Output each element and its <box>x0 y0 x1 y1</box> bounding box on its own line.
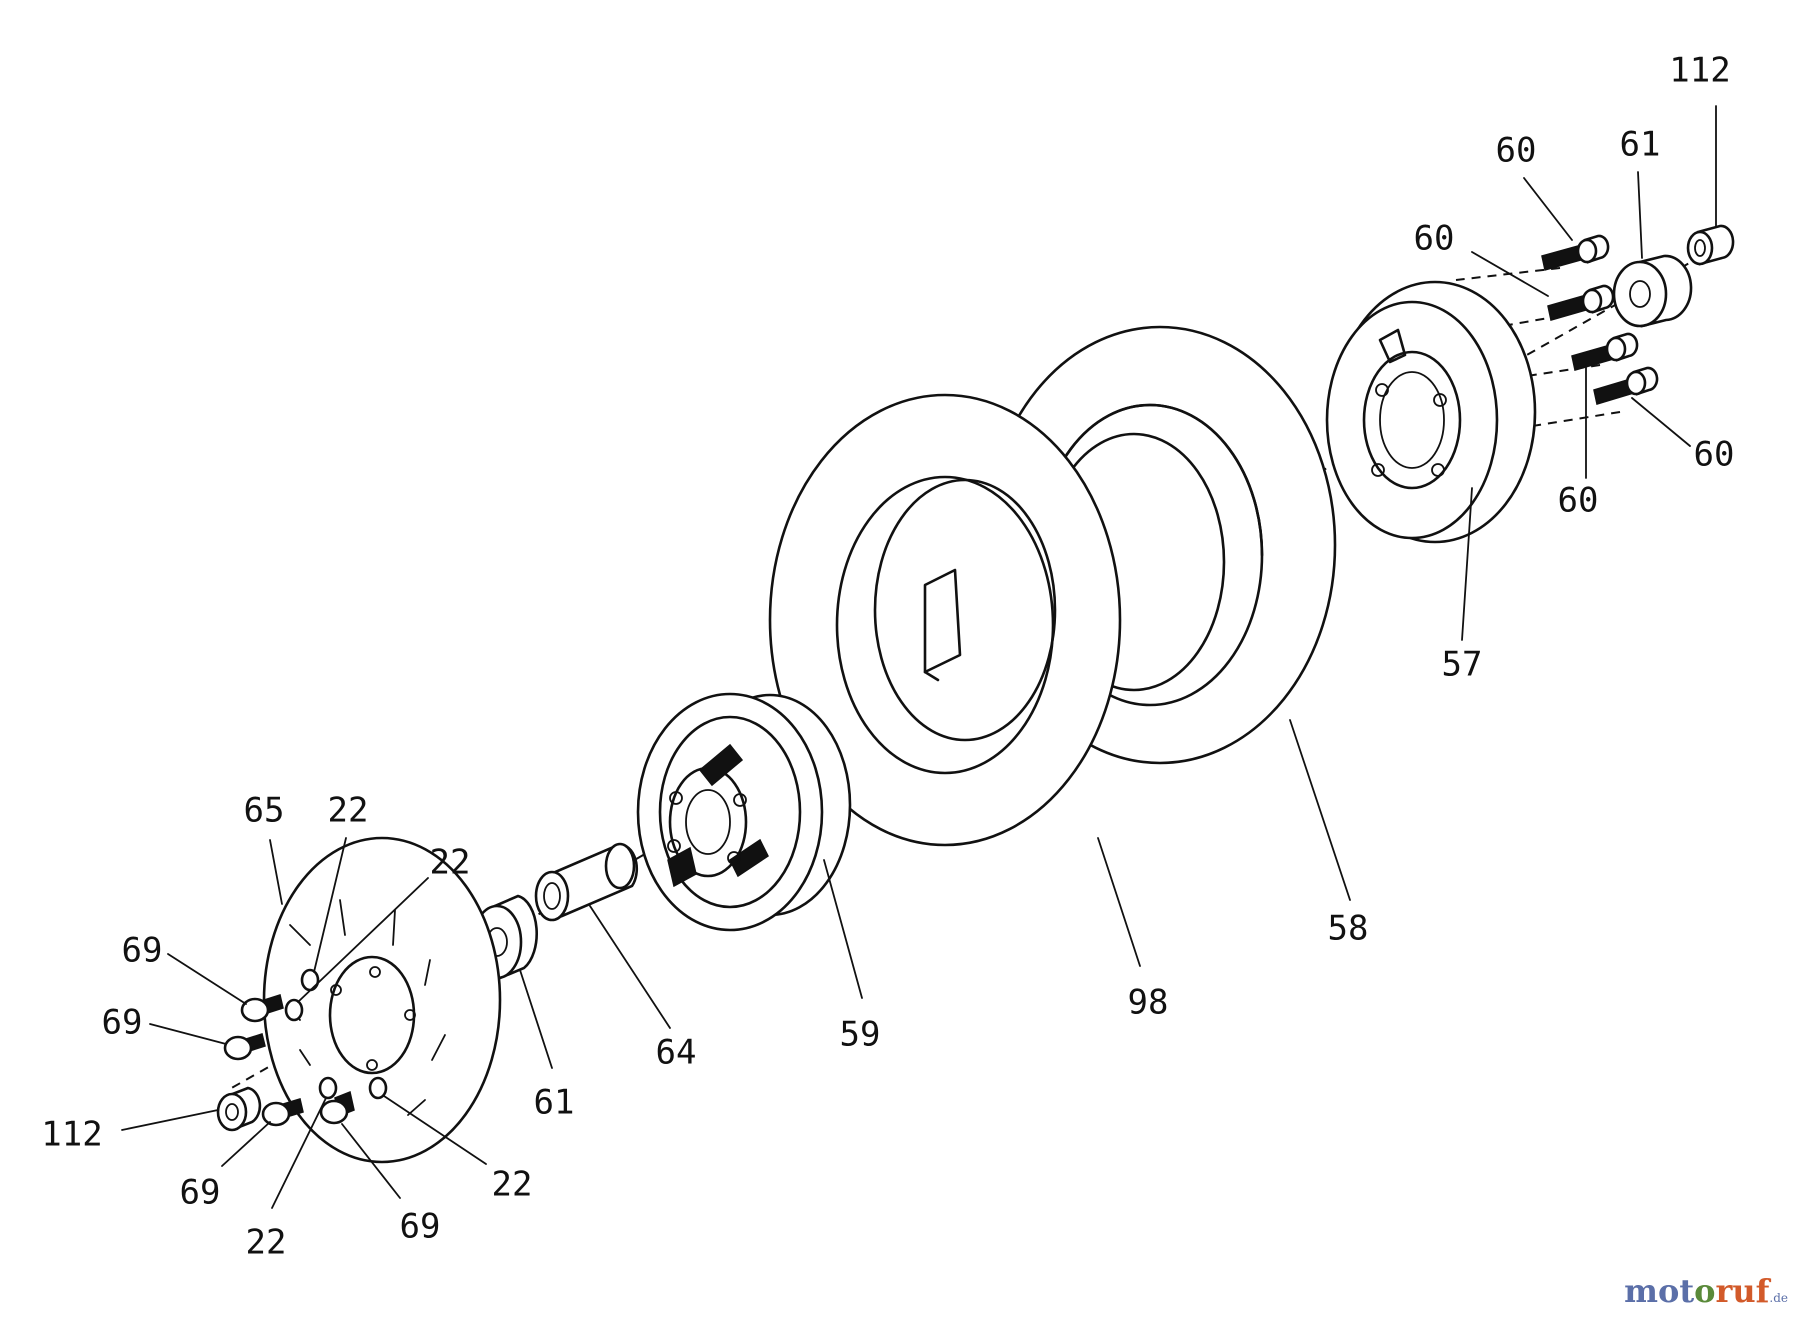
label-22-c: 22 <box>492 1165 533 1205</box>
leader-60-b <box>1471 251 1549 297</box>
collar-61-top <box>1612 254 1693 328</box>
label-22-b: 22 <box>430 843 471 883</box>
leader-22-d <box>271 1097 327 1209</box>
label-112-bottom: 112 <box>41 1115 102 1155</box>
nut-22-b <box>284 998 304 1022</box>
leader-58 <box>1289 719 1351 901</box>
leader-98 <box>1097 837 1141 967</box>
leader-60-a <box>1523 177 1573 241</box>
label-58: 58 <box>1328 909 1369 949</box>
leader-57 <box>1461 487 1473 641</box>
leader-22-a <box>313 837 347 973</box>
screw-69-b <box>223 1033 266 1061</box>
leader-69-c <box>221 1121 271 1167</box>
hub-half-57 <box>1325 280 1537 544</box>
nut-22-d <box>368 1076 388 1100</box>
leader-112-bottom <box>121 1109 219 1131</box>
bushing-112-top <box>1686 224 1735 266</box>
bolt-60-d <box>1593 366 1659 405</box>
nut-22-c <box>318 1076 338 1100</box>
leader-59 <box>823 859 863 999</box>
leader-22-c <box>383 1095 487 1165</box>
screw-69-c <box>261 1098 304 1127</box>
bushing-112-bottom <box>216 1086 262 1132</box>
label-112-top: 112 <box>1669 51 1730 91</box>
watermark-part2: o <box>1694 1272 1716 1310</box>
leader-65 <box>269 839 283 905</box>
bolt-60-b <box>1547 284 1615 321</box>
watermark-part1: mot <box>1624 1272 1695 1310</box>
leader-69-b <box>149 1023 227 1045</box>
label-60-d: 60 <box>1694 435 1735 475</box>
label-60-b: 60 <box>1414 219 1455 259</box>
hub-half-59 <box>636 692 852 932</box>
leader-61-top <box>1637 171 1643 259</box>
label-61-bottom: 61 <box>534 1083 575 1123</box>
label-69-c: 69 <box>180 1173 221 1213</box>
leader-61-bottom <box>519 969 553 1069</box>
label-69-a: 69 <box>122 931 163 971</box>
spacer-tube-64 <box>534 842 639 922</box>
leader-64 <box>589 905 671 1029</box>
label-69-d: 69 <box>400 1207 441 1247</box>
leader-22-b <box>297 877 429 1003</box>
watermark-suffix: .de <box>1769 1291 1788 1305</box>
label-69-b: 69 <box>102 1003 143 1043</box>
label-22-d: 22 <box>246 1223 287 1263</box>
label-22-a: 22 <box>328 791 369 831</box>
tire-98 <box>768 393 1122 847</box>
label-61-top: 61 <box>1620 125 1661 165</box>
screw-69-d <box>319 1090 355 1125</box>
label-60-c: 60 <box>1558 481 1599 521</box>
label-57: 57 <box>1442 645 1483 685</box>
label-65: 65 <box>244 791 285 831</box>
leader-60-d <box>1631 397 1691 447</box>
label-59: 59 <box>840 1015 881 1055</box>
leader-69-a <box>167 953 247 1005</box>
watermark-logo: motoruf.de <box>1624 1272 1788 1310</box>
watermark-part3: ruf <box>1715 1272 1770 1310</box>
bolt-guide-4 <box>1519 411 1621 429</box>
bolt-60-c <box>1571 332 1639 371</box>
bolt-60-a <box>1541 234 1610 271</box>
label-64: 64 <box>656 1033 697 1073</box>
screw-69-a <box>240 994 284 1023</box>
leader-69-d <box>341 1123 401 1199</box>
bolt-guide-1 <box>1455 267 1561 281</box>
label-60-a: 60 <box>1496 131 1537 171</box>
nut-22-a <box>300 968 320 992</box>
label-98: 98 <box>1128 983 1169 1023</box>
